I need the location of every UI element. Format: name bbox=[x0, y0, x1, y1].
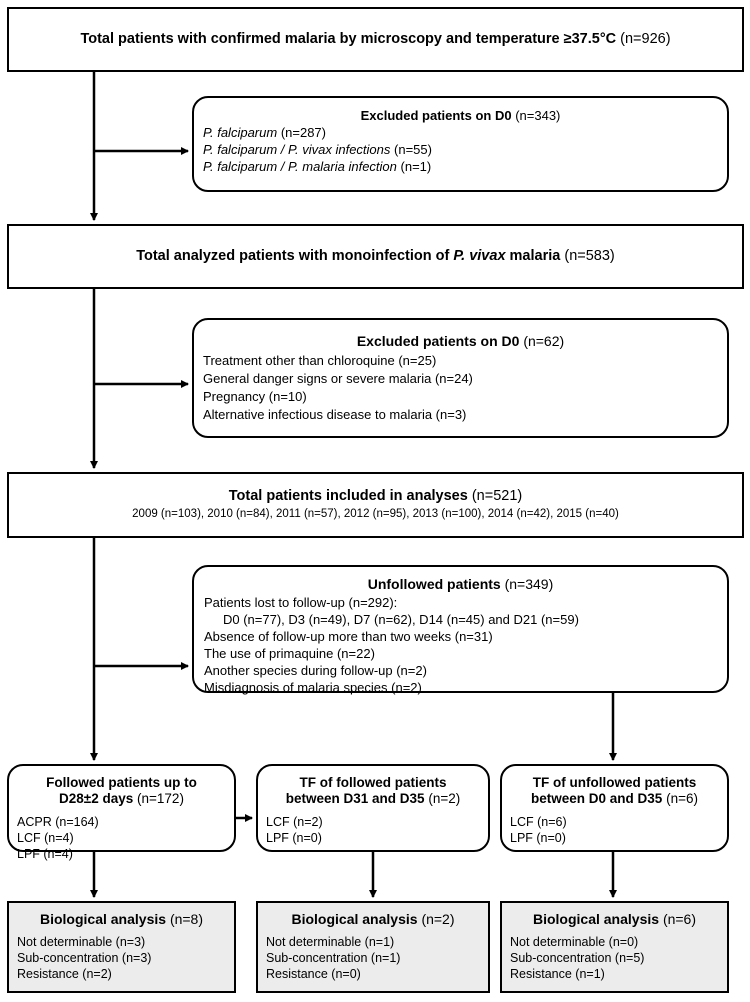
excluded-2-title: Excluded patients on D0 bbox=[356, 333, 520, 349]
unfollowed-lost: Patients lost to follow-up (n=292): bbox=[204, 595, 398, 610]
bio-1-title: Biological analysis bbox=[39, 911, 167, 927]
followed-title-2: D28±2 days bbox=[59, 791, 134, 806]
unfollowed-title: Unfollowed patients bbox=[367, 576, 501, 592]
tf-followed-box: TF of followed patients between D31 and … bbox=[256, 764, 490, 852]
unfollowed-item: The use of primaquine (n=22) bbox=[204, 646, 375, 661]
excluded-1-title: Excluded patients on D0 bbox=[360, 108, 512, 123]
bio-analysis-box-3: Biological analysis (n=6) Not determinab… bbox=[500, 901, 729, 993]
excluded-1-item: P. falciparum (n=287) bbox=[203, 125, 326, 140]
bio-2-count: (n=2) bbox=[421, 911, 455, 927]
excluded-2-item: General danger signs or severe malaria (… bbox=[203, 371, 473, 386]
tf-unfollowed-title-2: between D0 and D35 bbox=[531, 791, 663, 806]
tf-unfollowed-count: (n=6) bbox=[666, 791, 698, 806]
followed-title-1: Followed patients up to bbox=[46, 775, 197, 790]
tf-followed-title-1: TF of followed patients bbox=[299, 775, 447, 790]
unfollowed-item: Misdiagnosis of malaria species (n=2) bbox=[204, 680, 422, 695]
followed-count: (n=172) bbox=[137, 791, 184, 806]
excluded-2-item: Alternative infectious disease to malari… bbox=[203, 407, 467, 422]
tf-unfollowed-title-1: TF of unfollowed patients bbox=[532, 775, 697, 790]
included-by-year: 2009 (n=103), 2010 (n=84), 2011 (n=57), … bbox=[132, 508, 619, 520]
followed-item: ACPR (n=164) bbox=[17, 815, 99, 829]
total-included-count: (n=521) bbox=[471, 488, 523, 504]
total-analyzed-count: (n=583) bbox=[564, 248, 615, 264]
bio-analysis-box-1: Biological analysis (n=8) Not determinab… bbox=[7, 901, 236, 993]
excluded-2-item: Treatment other than chloroquine (n=25) bbox=[203, 353, 437, 368]
bio-3-count: (n=6) bbox=[662, 911, 697, 927]
unfollowed-lost-detail: D0 (n=77), D3 (n=49), D7 (n=62), D14 (n=… bbox=[223, 612, 579, 627]
bio-3-title: Biological analysis bbox=[532, 911, 660, 927]
tf-unfollowed-item: LCF (n=6) bbox=[510, 815, 567, 829]
bio-1-item: Resistance (n=2) bbox=[17, 967, 112, 981]
total-confirmed-box: Total patients with confirmed malaria by… bbox=[7, 7, 744, 72]
total-confirmed-count: (n=926) bbox=[620, 31, 671, 47]
bio-3-item: Resistance (n=1) bbox=[510, 967, 605, 981]
total-included-box: Total patients included in analyses (n=5… bbox=[7, 472, 744, 538]
total-analyzed-box: Total analyzed patients with monoinfecti… bbox=[7, 224, 744, 289]
tf-followed-count: (n=2) bbox=[428, 791, 461, 806]
bio-1-item: Not determinable (n=3) bbox=[17, 935, 146, 949]
unfollowed-item: Absence of follow-up more than two weeks… bbox=[204, 629, 493, 644]
bio-2-item: Not determinable (n=1) bbox=[266, 935, 395, 949]
unfollowed-box: Unfollowed patients (n=349) Patients los… bbox=[192, 565, 729, 695]
bio-1-item: Sub-concentration (n=3) bbox=[17, 951, 152, 965]
tf-unfollowed-item: LPF (n=0) bbox=[510, 831, 566, 845]
excluded-2-count: (n=62) bbox=[523, 333, 565, 349]
followed-item: LCF (n=4) bbox=[17, 831, 74, 845]
excluded-d0-box-2: Excluded patients on D0 (n=62) Treatment… bbox=[192, 318, 729, 438]
followed-item: LPF (n=4) bbox=[17, 847, 73, 861]
excluded-1-count: (n=343) bbox=[515, 108, 561, 123]
followed-box: Followed patients up to D28±2 days (n=17… bbox=[7, 764, 236, 861]
tf-followed-item: LPF (n=0) bbox=[266, 831, 322, 845]
bio-analysis-box-2: Biological analysis (n=2) Not determinab… bbox=[256, 901, 490, 993]
unfollowed-count: (n=349) bbox=[504, 576, 554, 592]
bio-3-item: Not determinable (n=0) bbox=[510, 935, 639, 949]
excluded-1-item: P. falciparum / P. malaria infection (n=… bbox=[203, 159, 432, 174]
excluded-d0-box-1: Excluded patients on D0 (n=343) P. falci… bbox=[192, 96, 729, 192]
bio-3-item: Sub-concentration (n=5) bbox=[510, 951, 645, 965]
total-included-title: Total patients included in analyses bbox=[228, 488, 468, 504]
total-confirmed-title: Total patients with confirmed malaria by… bbox=[80, 31, 617, 47]
excluded-1-item: P. falciparum / P. vivax infections (n=5… bbox=[203, 142, 432, 157]
tf-followed-title-2: between D31 and D35 bbox=[285, 791, 425, 806]
excluded-2-item: Pregnancy (n=10) bbox=[203, 389, 307, 404]
tf-followed-item: LCF (n=2) bbox=[266, 815, 323, 829]
total-analyzed-title: Total analyzed patients with monoinfecti… bbox=[136, 248, 561, 264]
unfollowed-item: Another species during follow-up (n=2) bbox=[204, 663, 427, 678]
bio-1-count: (n=8) bbox=[169, 911, 204, 927]
bio-2-item: Sub-concentration (n=1) bbox=[266, 951, 401, 965]
bio-2-title: Biological analysis bbox=[291, 911, 418, 927]
bio-2-item: Resistance (n=0) bbox=[266, 967, 361, 981]
tf-unfollowed-box: TF of unfollowed patients between D0 and… bbox=[500, 764, 729, 852]
